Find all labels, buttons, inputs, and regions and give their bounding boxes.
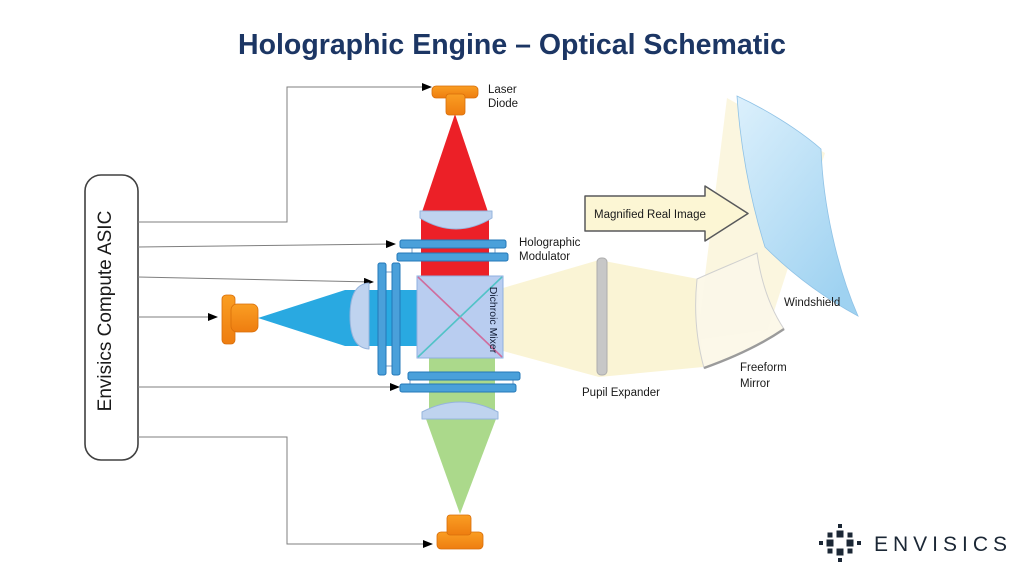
laser-diode-label-line2: Diode — [488, 98, 518, 110]
envisics-logo-mark — [819, 524, 861, 562]
holographic-modulator-green — [399, 371, 521, 393]
asic-line-to-bottom-laser — [138, 436, 433, 548]
collimating-lens-green — [421, 401, 499, 420]
asic-line-to-top-laser — [138, 83, 432, 223]
magnified-real-image-arrow — [584, 185, 749, 242]
freeform-mirror-rim — [703, 328, 785, 370]
holographic-modulator-label-line1: Holographic — [519, 237, 581, 249]
laser-diode-bottom — [436, 514, 484, 550]
holographic-modulator-label-line2: Modulator — [519, 251, 570, 263]
holographic-modulator-red — [396, 239, 509, 262]
dichroic-mixer-label: Dichroic Mixer — [487, 287, 499, 354]
asic-label: Envisics Compute ASIC — [95, 211, 116, 412]
envisics-wordmark: ENVISICS — [874, 533, 1012, 556]
collimating-lens-red — [419, 210, 493, 230]
dichroic-mixer-cube: Dichroic Mixer — [416, 275, 504, 359]
holographic-modulator-blue — [377, 262, 401, 376]
windshield-shape — [736, 95, 859, 317]
pupil-expander-label: Pupil Expander — [582, 387, 660, 399]
red-laser-beam — [421, 114, 489, 276]
freeform-mirror-label-line2: Mirror — [740, 378, 770, 390]
page-title: Holographic Engine – Optical Schematic — [238, 29, 786, 61]
laser-diode-label-line1: Laser — [488, 84, 517, 96]
collimating-lens-blue — [349, 282, 370, 350]
green-laser-beam — [426, 358, 496, 514]
asic-line-to-red-modulator — [137, 240, 396, 249]
laser-diode-left — [221, 294, 259, 345]
pupil-expander-shape — [596, 257, 608, 376]
magnified-real-image-label: Magnified Real Image — [594, 209, 706, 221]
windshield-label: Windshield — [784, 297, 840, 309]
laser-diode-top — [431, 85, 479, 116]
freeform-mirror-label-line1: Freeform — [740, 362, 787, 374]
blue-laser-beam — [258, 290, 417, 346]
asic-line-to-blue-modulator — [137, 276, 374, 286]
